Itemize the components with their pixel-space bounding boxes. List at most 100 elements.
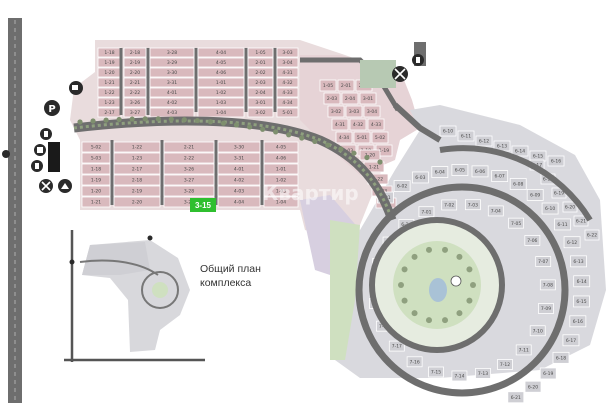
lot[interactable] [123,87,147,98]
lot[interactable] [247,67,274,78]
lot[interactable] [487,205,504,217]
lot[interactable] [507,391,525,404]
lot[interactable] [393,180,411,192]
lot[interactable] [388,340,405,352]
lot[interactable] [247,107,274,118]
lot[interactable] [163,141,215,153]
lot[interactable] [247,97,274,108]
lot[interactable] [331,118,349,131]
lot[interactable] [562,201,578,213]
lot[interactable] [81,185,111,197]
lot[interactable] [163,152,215,164]
lot[interactable] [81,152,111,164]
lot[interactable] [217,163,261,175]
lot[interactable] [263,152,299,164]
lot[interactable] [247,77,274,88]
lot[interactable] [428,366,444,378]
lot[interactable] [123,67,147,78]
lot[interactable] [367,118,385,131]
lot[interactable] [570,255,587,268]
lot[interactable] [263,185,299,197]
lot[interactable] [197,97,245,108]
lot[interactable] [276,67,299,78]
lot[interactable] [276,57,299,68]
lot[interactable] [535,256,552,267]
lot[interactable] [471,165,489,178]
lot[interactable] [81,141,111,153]
lot[interactable] [81,163,111,175]
lot[interactable] [113,163,161,175]
lot[interactable] [123,77,147,88]
lot[interactable] [554,218,571,231]
lot[interactable] [359,149,381,161]
lot[interactable] [113,152,161,164]
lot[interactable] [276,87,299,98]
lot[interactable] [363,105,381,118]
lot[interactable] [247,47,274,58]
lot[interactable] [371,131,389,144]
lot[interactable] [323,92,341,105]
lot[interactable] [197,87,245,98]
lot[interactable] [327,105,345,118]
lot[interactable] [163,163,215,175]
lot[interactable] [406,356,423,368]
lot[interactable] [465,199,481,211]
lot[interactable] [123,57,147,68]
lot[interactable] [217,196,261,208]
lot[interactable] [149,67,195,78]
lot[interactable] [163,174,215,186]
lot[interactable] [418,206,435,218]
lot[interactable] [515,344,532,356]
lot[interactable] [197,57,245,68]
lot[interactable] [197,67,245,78]
lot[interactable] [247,57,274,68]
lot[interactable] [497,359,513,370]
lot[interactable] [163,185,215,197]
lot[interactable] [197,107,245,118]
lot[interactable] [113,196,161,208]
lot[interactable] [276,77,299,88]
lot[interactable] [263,174,299,186]
lot[interactable] [217,152,261,164]
lot[interactable] [573,295,590,308]
lot[interactable] [439,125,457,137]
lot[interactable] [359,92,377,105]
lot[interactable] [541,202,559,215]
lot[interactable] [562,334,580,347]
lot[interactable] [539,279,556,291]
lot[interactable] [263,141,299,153]
lot[interactable] [508,217,525,229]
lot[interactable] [475,135,493,147]
lot[interactable] [149,87,195,98]
lot[interactable] [113,174,161,186]
lot[interactable] [441,199,458,211]
lot[interactable] [345,105,363,118]
lot[interactable] [81,196,111,208]
lot[interactable] [276,107,299,118]
lot[interactable] [353,131,371,144]
lot[interactable] [526,189,544,201]
lot[interactable] [217,141,261,153]
lot[interactable] [552,351,570,364]
lot[interactable] [451,370,468,382]
lot[interactable] [123,97,147,108]
lot[interactable] [113,185,161,197]
lot[interactable] [547,155,565,167]
lot[interactable] [149,77,195,88]
lot[interactable] [349,118,367,131]
lot[interactable] [247,87,274,98]
lot[interactable] [263,163,299,175]
lot[interactable] [411,171,429,184]
lot[interactable] [263,196,299,208]
lot[interactable] [197,77,245,88]
lot[interactable] [337,79,355,92]
lot[interactable] [569,315,587,328]
lot[interactable] [529,325,546,337]
lot[interactable] [197,47,245,58]
lot[interactable] [123,47,147,58]
lot[interactable] [149,97,195,108]
lot[interactable] [217,174,261,186]
lot[interactable] [509,178,527,190]
lot[interactable] [584,229,600,241]
lot[interactable] [524,380,542,393]
